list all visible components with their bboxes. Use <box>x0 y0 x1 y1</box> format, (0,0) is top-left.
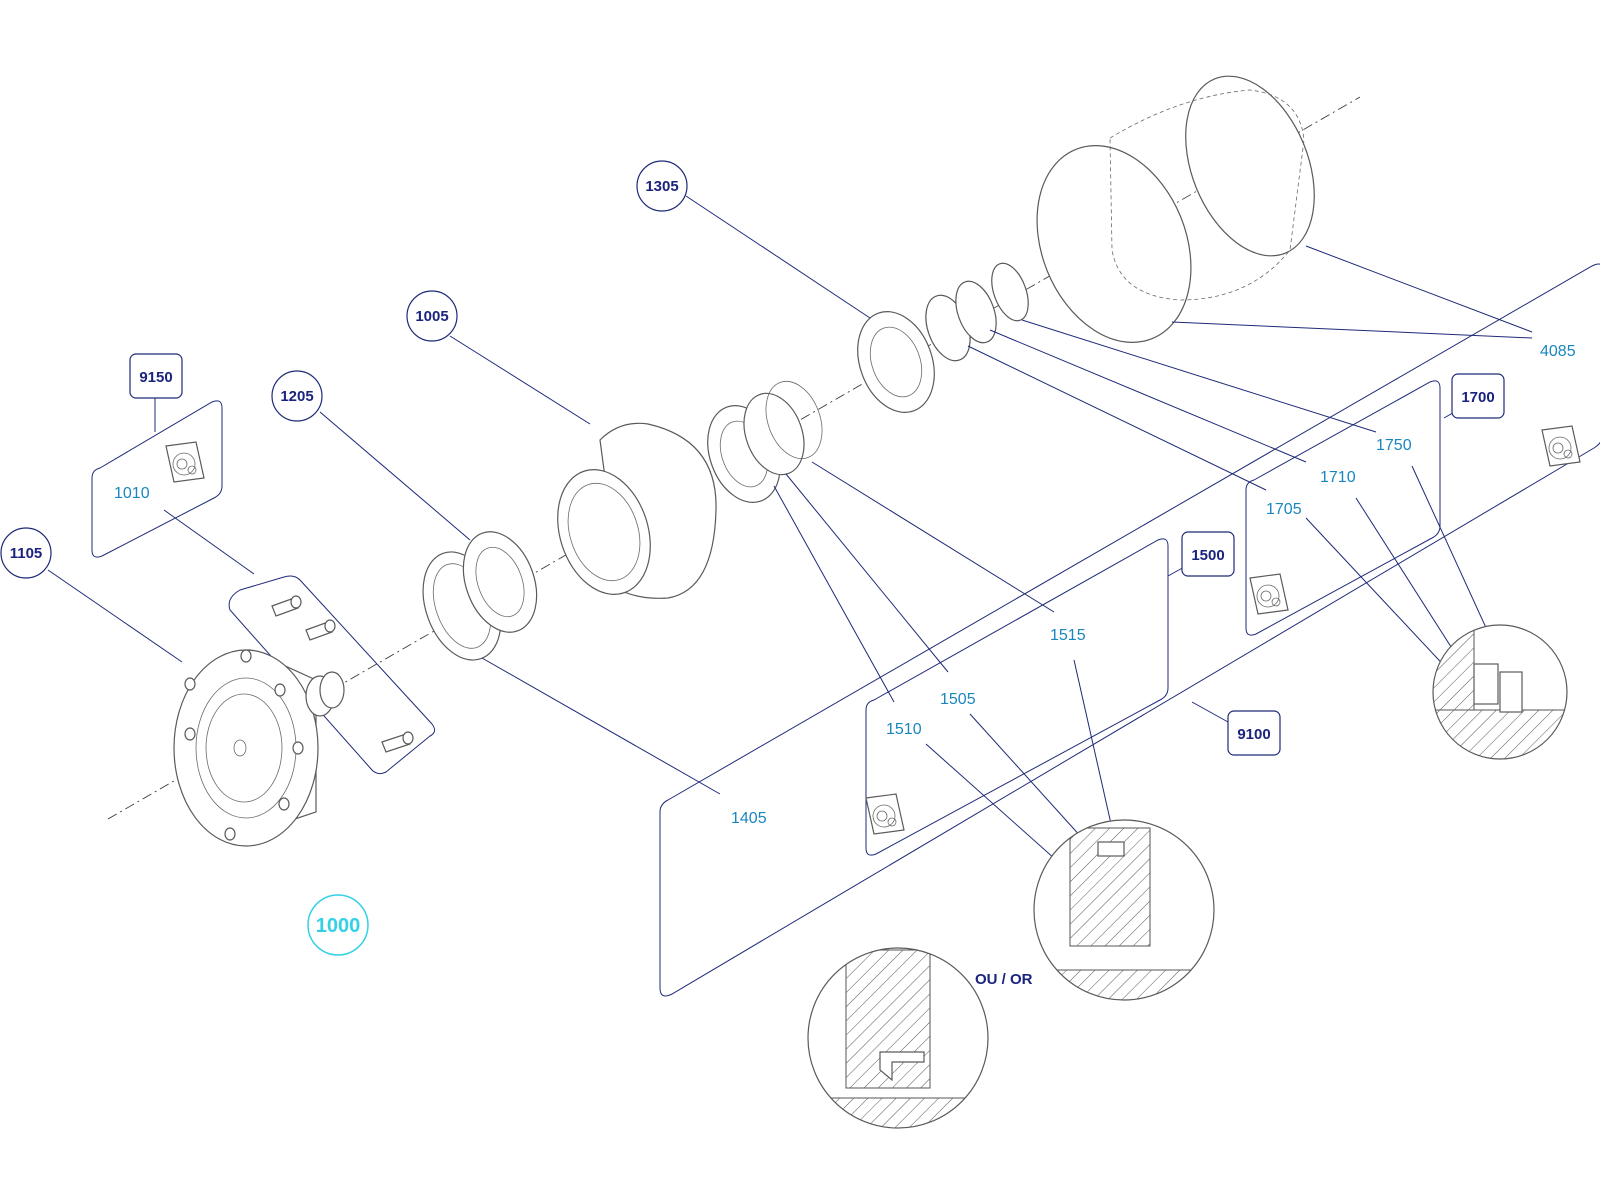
or-label: OU / OR <box>975 971 1033 988</box>
callout-1105: 1105 <box>0 527 52 579</box>
label-4085: 4085 <box>1540 343 1576 360</box>
callout-1205: 1205 <box>271 370 323 422</box>
svg-text:9100: 9100 <box>1237 726 1270 743</box>
flange-part <box>173 649 345 847</box>
main-assembly-callout: 1000 <box>307 894 369 956</box>
ring-parts-1700 <box>925 262 1029 362</box>
label-1515: 1515 <box>1050 627 1086 644</box>
detail-view-1700 <box>1432 624 1568 760</box>
kit-seal-icon <box>1249 573 1289 615</box>
bearing-part-1205 <box>462 531 538 633</box>
label-1010: 1010 <box>114 485 150 502</box>
label-1705: 1705 <box>1266 501 1302 518</box>
svg-text:1500: 1500 <box>1191 547 1224 564</box>
kit-seal-icon <box>865 793 905 835</box>
seal-part-1505 <box>707 380 823 504</box>
callout-1700: 1700 <box>1451 373 1505 419</box>
screw-part <box>271 595 414 753</box>
svg-text:1005: 1005 <box>415 308 448 325</box>
detail-view-alternative <box>807 947 989 1129</box>
callout-1005: 1005 <box>406 290 458 342</box>
housing-part-1005 <box>557 422 717 599</box>
label-1710: 1710 <box>1320 469 1356 486</box>
label-1505: 1505 <box>940 691 976 708</box>
svg-text:9150: 9150 <box>139 369 172 386</box>
kit-box-1700 <box>1245 380 1441 636</box>
bearing-part-1305 <box>857 311 935 413</box>
kit-seal-icon <box>1541 425 1581 467</box>
kit-box-1010 <box>228 575 436 775</box>
detail-view-1500 <box>1033 819 1215 1001</box>
oring-part-4085 <box>1036 75 1315 343</box>
label-1750: 1750 <box>1376 437 1412 454</box>
callout-9150: 9150 <box>129 353 183 399</box>
callout-9100: 9100 <box>1227 710 1281 756</box>
svg-text:1305: 1305 <box>645 178 678 195</box>
svg-text:1205: 1205 <box>280 388 313 405</box>
label-1405: 1405 <box>731 810 767 827</box>
label-1510: 1510 <box>886 721 922 738</box>
kit-seal-icon <box>165 441 205 483</box>
kit-box-9100 <box>659 263 1600 997</box>
callout-1305: 1305 <box>636 160 688 212</box>
callout-1500: 1500 <box>1181 531 1235 577</box>
svg-text:1105: 1105 <box>10 545 43 562</box>
kit-box-1500 <box>865 538 1169 856</box>
kit-box-9150 <box>91 400 223 558</box>
svg-text:1700: 1700 <box>1461 389 1494 406</box>
svg-text:1000: 1000 <box>316 915 361 937</box>
